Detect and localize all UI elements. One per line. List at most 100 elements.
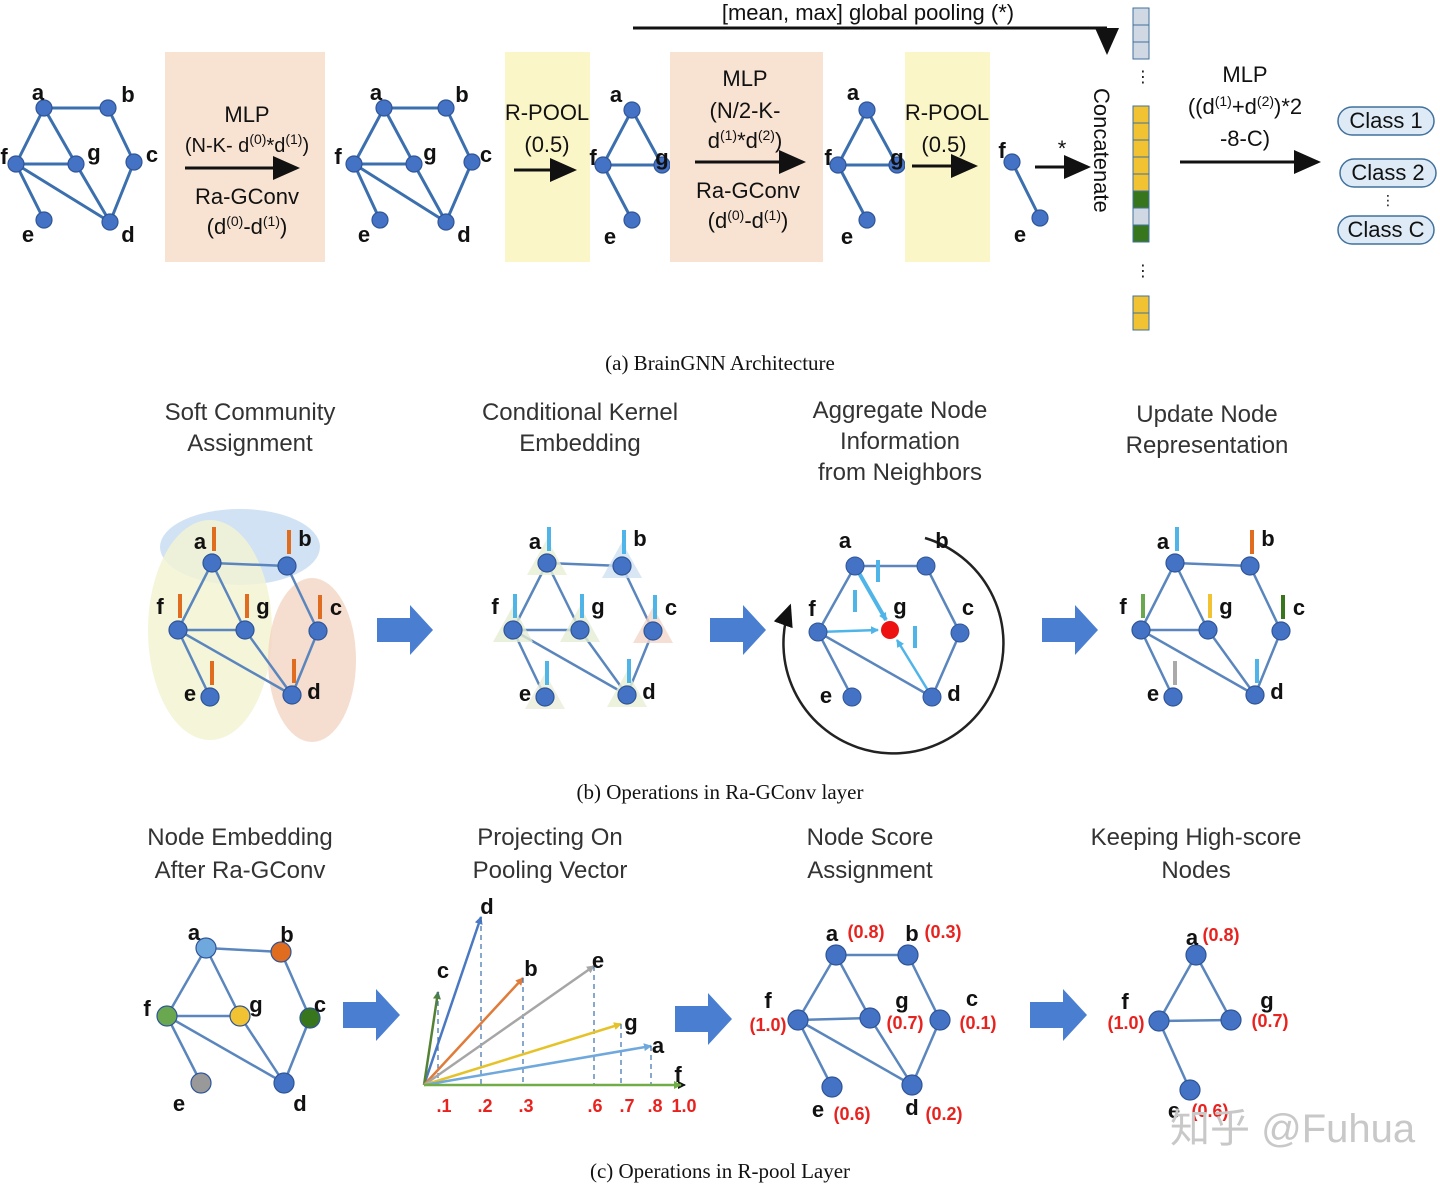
panel-c-title-2: Node Score [807,824,934,851]
graph-node-e [623,211,641,229]
graph-edge [165,1015,203,1084]
graph-edge [601,109,634,166]
graph-node-e [200,687,220,707]
node-label-a: a [847,80,860,105]
graph-edge [1174,561,1251,568]
rpool-ratio-1: (0.5) [524,132,569,157]
graph-edge [14,107,46,165]
raconv-label-1: Ra-GConv [195,184,299,209]
score-c: (0.1) [959,1013,996,1033]
node-label-g: g [249,992,262,1017]
graph-edge [210,562,247,631]
rpool-label-1: R-POOL [505,100,589,125]
node-label-g: g [655,145,668,170]
node-label-e: e [519,681,531,706]
graph-edge [14,163,46,221]
graph-node-c [308,621,328,641]
panel-b-title-0: Soft Community [165,399,336,426]
graph-node-g [570,620,590,640]
graph-edge [910,1019,942,1086]
projection-vector-e [423,964,595,1087]
node-label-f: f [824,145,832,170]
node-label-f: f [0,144,8,169]
graph-edge [238,1015,286,1084]
panel-b-title-2: Aggregate Node [813,397,988,424]
graph-node-b [1240,556,1260,576]
graph-edge [817,630,933,699]
caption-a: (a) BrainGNN Architecture [605,351,835,375]
panel-b-title-1: Embedding [519,430,640,457]
graph-edge [834,954,872,1019]
graph-node-f [168,620,188,640]
graph-edge [165,947,208,1017]
node-label-f: f [1119,594,1127,619]
projection-label-d: d [480,894,493,919]
caption-b: (b) Operations in Ra-GConv layer [577,780,864,804]
panel-b-title-2: from Neighbors [818,459,982,486]
graph-edge [243,629,294,696]
mlp-params-3a: ((d(1)+d(2))*2 [1188,93,1302,119]
vector-cell [1132,41,1150,60]
score-b: (0.3) [924,922,961,942]
graph-node-a [195,937,217,959]
panel-c-title-3: Keeping High-score [1091,824,1302,851]
node-label-d: d [121,222,134,247]
rpool-box-2 [905,52,990,262]
class-c-label: Class C [1347,217,1424,242]
vector-cell [1132,224,1150,243]
node-label-b: b [298,526,311,551]
graph-edge [444,161,474,223]
graph-edge [444,107,474,163]
graph-edge [211,561,288,568]
node-label-e: e [1014,222,1026,247]
graph-edge [797,1018,913,1087]
panel-c-title-0: Node Embedding [147,824,332,851]
node-label-e: e [841,224,853,249]
node-label-c: c [330,595,342,620]
panel-c-title-3: Nodes [1161,857,1230,884]
mlp-label-2: MLP [722,66,767,91]
node-label-f: f [334,144,342,169]
big-arrow-c3 [1030,989,1087,1041]
watermark: 知乎 @Fuhua [1170,1107,1416,1151]
node-label-a: a [194,529,207,554]
graph-node-a [845,556,865,576]
graph-node-e [371,211,389,229]
node-label-d: d [1270,679,1283,704]
graph-node-d [617,685,637,705]
mlp-params-3b: -8-C) [1220,126,1270,151]
projection-vector-d [422,916,483,1086]
node-label-g: g [893,594,906,619]
node-label-d: d [642,679,655,704]
graph-node-f [1131,620,1151,640]
node-label-g: g [591,594,604,619]
vector-cell [1132,24,1150,43]
node-label-b: b [905,921,918,946]
graph-edge [1173,562,1210,631]
projection-label-a: a [652,1033,665,1058]
graph-edge [412,163,448,223]
class-2-label: Class 2 [1351,160,1424,185]
vec-ellipsis-1: ⋮ [1135,69,1151,86]
graph-edge [74,163,112,223]
node-label-f: f [491,594,499,619]
projection-vector-g [423,1022,622,1087]
score-g: (0.7) [886,1013,923,1033]
node-label-a: a [839,528,852,553]
graph-edge [836,164,869,221]
graph-edge [816,565,857,633]
graph-node-b [277,556,297,576]
graph-node-d [437,213,455,231]
class-1: Class 1 [1337,106,1435,136]
graph-node-f [829,156,847,174]
vector-cell [1132,7,1150,26]
graph-node-g [1220,1009,1242,1031]
rpool-box-1 [505,52,590,262]
graph-edge [290,630,320,696]
